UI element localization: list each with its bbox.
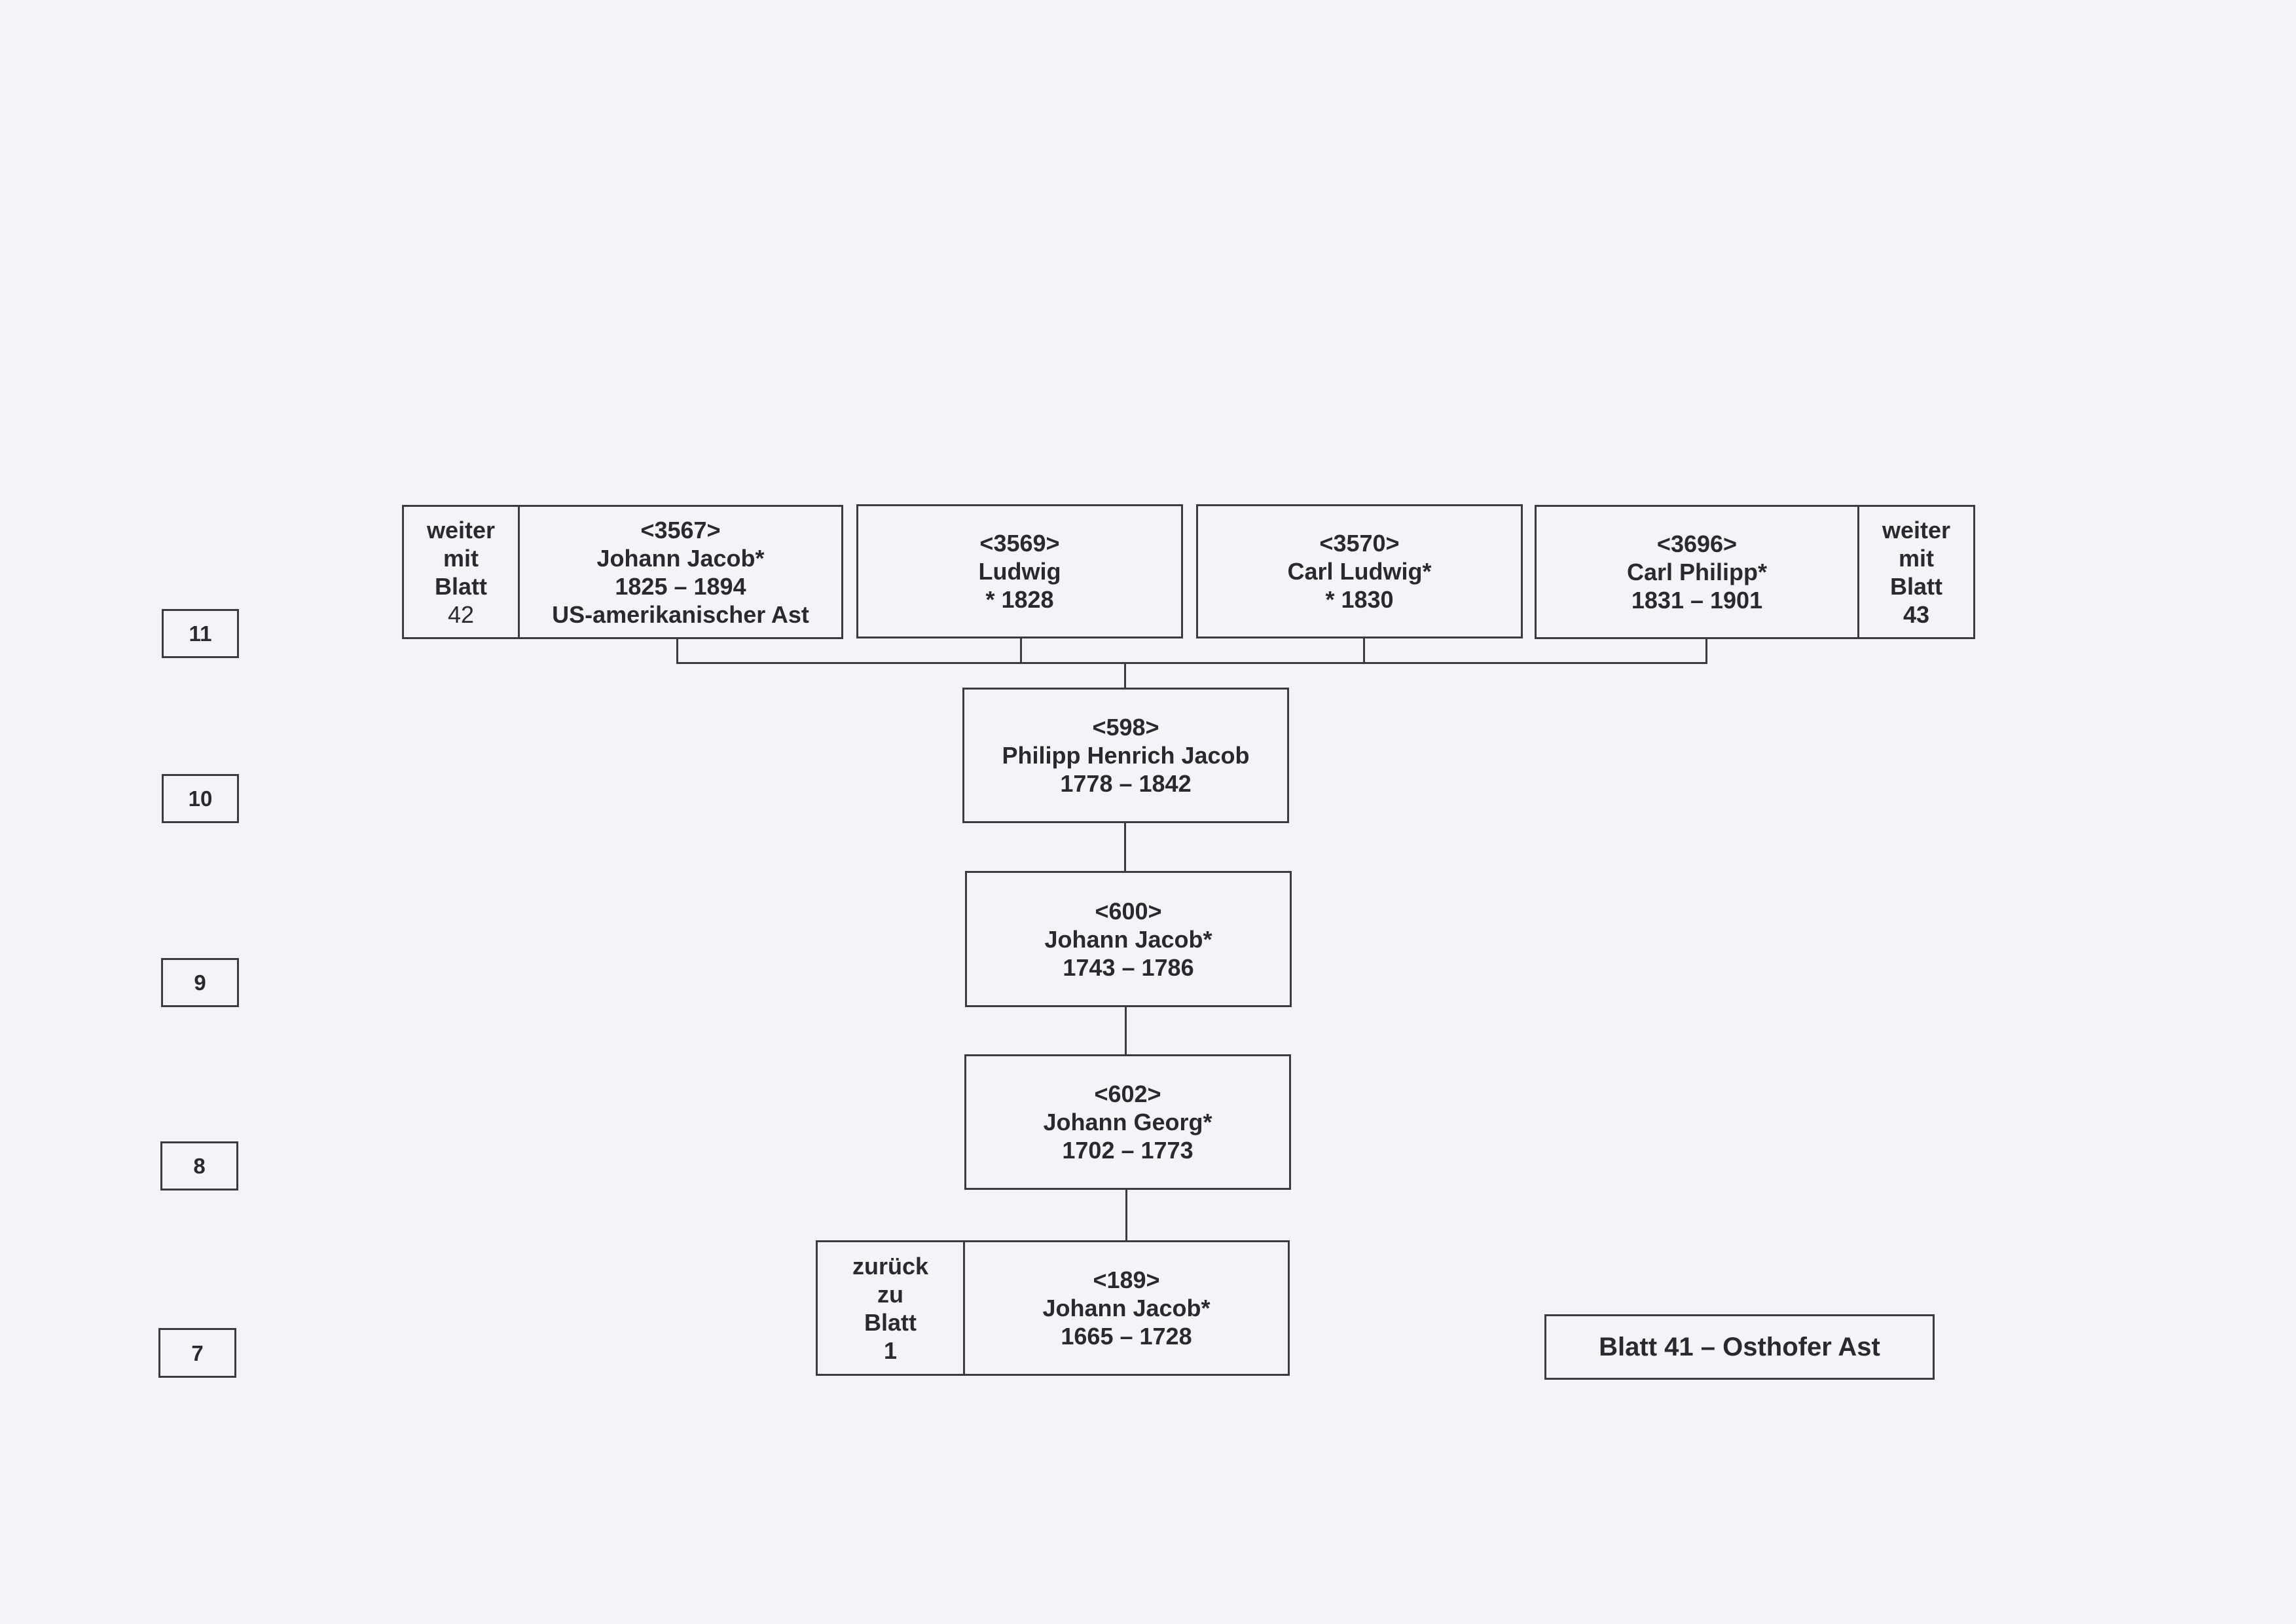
generation-label-8: 8 bbox=[160, 1141, 238, 1190]
connector-to-598 bbox=[1124, 662, 1126, 688]
person-box-3569: <3569> Ludwig * 1828 bbox=[856, 504, 1183, 638]
connector-598-600 bbox=[1124, 822, 1126, 872]
person-box-600: <600> Johann Jacob* 1743 – 1786 bbox=[965, 871, 1292, 1007]
connector-drop-3696 bbox=[1705, 638, 1707, 663]
connector-602-189 bbox=[1125, 1189, 1127, 1241]
generation-label-11: 11 bbox=[162, 609, 239, 658]
generation-label-7: 7 bbox=[158, 1328, 236, 1378]
connector-drop-3567 bbox=[676, 638, 678, 663]
generation-label-9: 9 bbox=[161, 958, 239, 1007]
person-box-3696: <3696> Carl Philipp* 1831 – 1901 bbox=[1535, 505, 1859, 639]
ref-box-back-1: zurück zu Blatt 1 bbox=[816, 1240, 965, 1376]
connector-sibling-bar bbox=[676, 662, 1707, 664]
person-box-3570: <3570> Carl Ludwig* * 1830 bbox=[1196, 504, 1523, 638]
connector-drop-3569 bbox=[1020, 638, 1022, 663]
generation-label-10: 10 bbox=[162, 774, 239, 823]
ref-box-continue-43: weiter mit Blatt 43 bbox=[1857, 505, 1975, 639]
person-box-598: <598> Philipp Henrich Jacob 1778 – 1842 bbox=[962, 688, 1289, 823]
person-box-189: <189> Johann Jacob* 1665 – 1728 bbox=[963, 1240, 1290, 1376]
connector-drop-3570 bbox=[1363, 638, 1365, 663]
ref-box-continue-42: weiter mit Blatt 42 bbox=[402, 505, 520, 639]
person-box-3567: <3567> Johann Jacob* 1825 – 1894 US-amer… bbox=[518, 505, 843, 639]
connector-600-602 bbox=[1125, 1006, 1127, 1055]
person-box-602: <602> Johann Georg* 1702 – 1773 bbox=[964, 1054, 1291, 1190]
sheet-title: Blatt 41 – Osthofer Ast bbox=[1544, 1314, 1935, 1380]
